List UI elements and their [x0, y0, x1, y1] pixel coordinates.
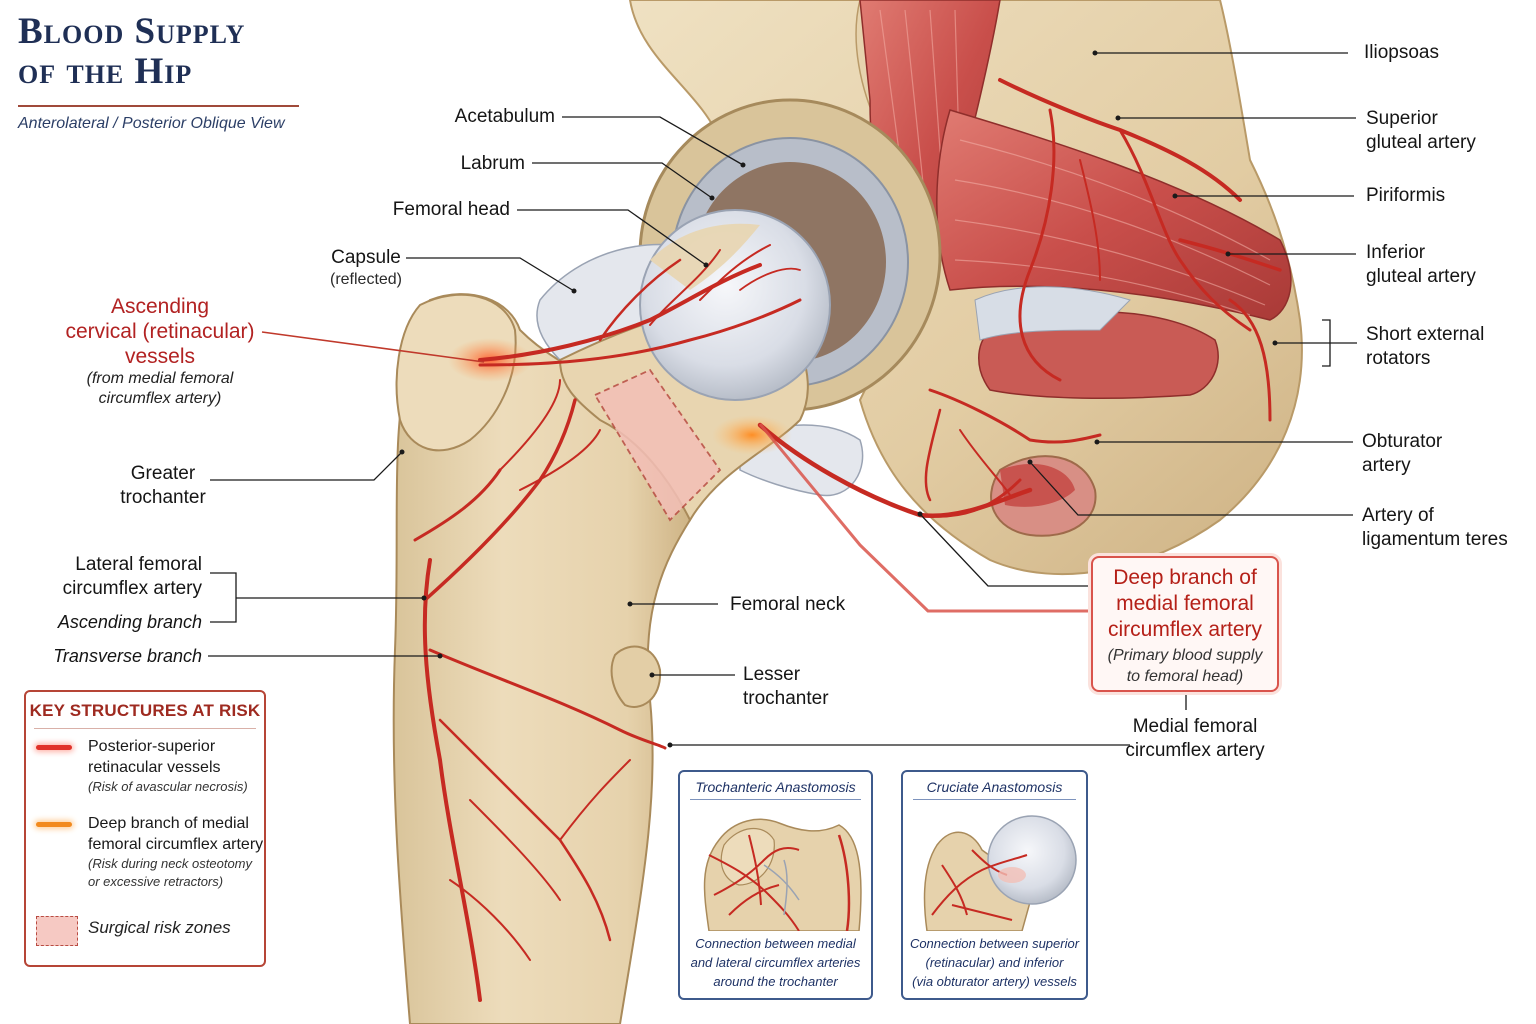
key-structures-legend: KEY STRUCTURES AT RISK Posterior-superio…	[24, 690, 266, 967]
inset-trochanteric-illustration	[703, 818, 862, 931]
inset-cruciate-title: Cruciate Anastomosis	[926, 779, 1063, 795]
page-subtitle: Anterolateral / Posterior Oblique View	[18, 115, 285, 132]
legend-item-retinacular-line-1: Posterior-superior	[88, 738, 216, 755]
label-iga-2: gluteal artery	[1366, 266, 1476, 287]
inset-trochanteric-anastomosis: Trochanteric Anastomosis Connection betw…	[678, 770, 873, 1000]
legend-item-deep-branch-line-2: femoral circumflex artery	[88, 836, 264, 853]
label-piriformis-text: Piriformis	[1366, 185, 1446, 206]
deep-branch-note-2: to femoral head)	[1126, 668, 1244, 685]
legend-item-deep-branch-note-2: or excessive retractors)	[88, 874, 224, 889]
label-ascending-cervical: Ascending cervical (retinacular) vessels…	[60, 294, 260, 409]
legend-item-retinacular-line-2: retinacular vessels	[88, 759, 221, 776]
label-lfca-2: circumflex artery	[62, 578, 202, 599]
label-oa-2: artery	[1362, 455, 1411, 476]
label-inferior-gluteal-artery: Inferior gluteal artery	[1366, 241, 1476, 289]
label-mfca-1: Medial femoral	[1132, 716, 1258, 737]
label-artery-ligamentum-teres: Artery of ligamentum teres	[1362, 504, 1508, 552]
inset-trochanteric-caption: Connection between medial and lateral ci…	[680, 934, 871, 991]
label-acetabulum-text: Acetabulum	[454, 106, 555, 127]
legend-item-retinacular-note: (Risk of avascular necrosis)	[88, 779, 248, 794]
inset-trochanteric-title: Trochanteric Anastomosis	[695, 779, 856, 795]
inset-cruciate-illustration	[923, 815, 1077, 931]
label-lateral-femoral-circumflex: Lateral femoral circumflex artery	[40, 553, 202, 601]
inset-cruciate-caption: Connection between superior (retinacular…	[903, 934, 1086, 991]
page-title: Blood Supply of the Hip	[18, 12, 245, 92]
label-superior-gluteal-artery: Superior gluteal artery	[1366, 107, 1476, 155]
inset-cruciate-divider	[913, 799, 1076, 800]
deep-branch-line-3: circumflex artery	[1107, 618, 1263, 641]
legend-swatch-deep-branch	[36, 822, 72, 827]
label-ascending-cervical-1: Ascending	[110, 295, 210, 318]
inset-trochanteric-caption-1: Connection between medial	[695, 936, 856, 951]
inset-trochanteric-caption-2: and lateral circumflex arteries	[690, 955, 861, 970]
title-line-2: of the Hip	[18, 51, 193, 92]
label-alt-1: Artery of	[1362, 505, 1434, 526]
label-iliopsoas: Iliopsoas	[1364, 41, 1439, 65]
label-ascending-branch: Ascending branch	[57, 612, 202, 632]
key-title: KEY STRUCTURES AT RISK	[29, 701, 261, 720]
label-lesser-trochanter-2: trochanter	[743, 688, 829, 709]
inset-trochanteric-divider	[690, 799, 861, 800]
label-femoral-neck-text: Femoral neck	[730, 594, 846, 615]
legend-swatch-retinacular	[36, 745, 72, 750]
label-mfca-2: circumflex artery	[1125, 740, 1265, 761]
label-ascending-cervical-2: cervical (retinacular)	[65, 320, 255, 343]
legend-item-risk-zone: Surgical risk zones	[88, 918, 264, 938]
deep-branch-line-2: medial femoral	[1116, 592, 1254, 615]
label-ascending-cervical-note-1: (from medial femoral	[86, 370, 234, 387]
label-obturator-artery: Obturator artery	[1362, 430, 1442, 478]
label-lfca-1: Lateral femoral	[75, 554, 202, 575]
inset-cruciate-anastomosis: Cruciate Anastomosis Connection between …	[901, 770, 1088, 1000]
inset-trochanteric-caption-3: around the trochanter	[713, 974, 838, 989]
deep-branch-line-1: Deep branch of	[1113, 566, 1257, 589]
label-sga-2: gluteal artery	[1366, 132, 1476, 153]
label-lesser-trochanter: Lesser trochanter	[743, 663, 829, 711]
label-oa-1: Obturator	[1362, 431, 1443, 452]
label-iga-1: Inferior	[1366, 242, 1426, 263]
label-alt-2: ligamentum teres	[1362, 529, 1508, 550]
label-acetabulum: Acetabulum	[440, 105, 555, 129]
label-ascending-cervical-note-2: circumflex artery)	[98, 390, 222, 407]
label-sga-1: Superior	[1366, 108, 1438, 129]
deep-branch-callout: Deep branch of medial femoral circumflex…	[1091, 556, 1279, 692]
key-divider	[34, 728, 256, 729]
inset-cruciate-caption-3: (via obturator artery) vessels	[912, 974, 1077, 989]
label-transverse-branch: Transverse branch	[53, 646, 202, 666]
label-capsule-text: Capsule	[331, 247, 401, 268]
label-greater-trochanter-2: trochanter	[120, 487, 206, 508]
label-femoral-neck: Femoral neck	[730, 593, 845, 617]
lesser-trochanter-bone	[610, 645, 662, 708]
deep-branch-note-1: (Primary blood supply	[1107, 647, 1263, 664]
label-ser-2: rotators	[1366, 348, 1431, 369]
label-lesser-trochanter-1: Lesser	[743, 664, 801, 685]
legend-item-deep-branch-note-1: (Risk during neck osteotomy	[88, 856, 253, 871]
label-greater-trochanter-1: Greater	[130, 463, 196, 484]
label-capsule: Capsule (reflected)	[318, 246, 414, 290]
legend-item-risk-zone-label: Surgical risk zones	[88, 918, 231, 937]
inset-cruciate-caption-2: (retinacular) and inferior	[925, 955, 1064, 970]
surgical-risk-zone	[593, 368, 722, 522]
label-short-external-rotators: Short external rotators	[1366, 323, 1484, 371]
label-medial-femoral-circumflex: Medial femoral circumflex artery	[1120, 715, 1270, 763]
legend-item-deep-branch-line-1: Deep branch of medial	[88, 815, 249, 832]
label-iliopsoas-text: Iliopsoas	[1364, 42, 1439, 63]
legend-item-deep-branch: Deep branch of medial femoral circumflex…	[88, 813, 264, 891]
label-greater-trochanter: Greater trochanter	[100, 462, 226, 510]
label-capsule-note: (reflected)	[329, 271, 403, 288]
label-femoral-head-text: Femoral head	[392, 199, 510, 220]
label-piriformis: Piriformis	[1366, 184, 1445, 208]
label-ser-1: Short external	[1366, 324, 1485, 345]
short-external-rotators	[978, 311, 1219, 400]
label-labrum-text: Labrum	[460, 153, 525, 174]
inset-cruciate-caption-1: Connection between superior	[909, 936, 1080, 951]
label-ascending-cervical-3: vessels	[124, 345, 196, 368]
title-divider	[18, 105, 299, 107]
label-femoral-head: Femoral head	[370, 198, 510, 222]
title-line-1: Blood Supply	[18, 11, 246, 52]
label-labrum: Labrum	[430, 152, 525, 176]
legend-item-retinacular: Posterior-superior retinacular vessels (…	[88, 736, 264, 796]
legend-swatch-risk-zone	[36, 916, 78, 946]
